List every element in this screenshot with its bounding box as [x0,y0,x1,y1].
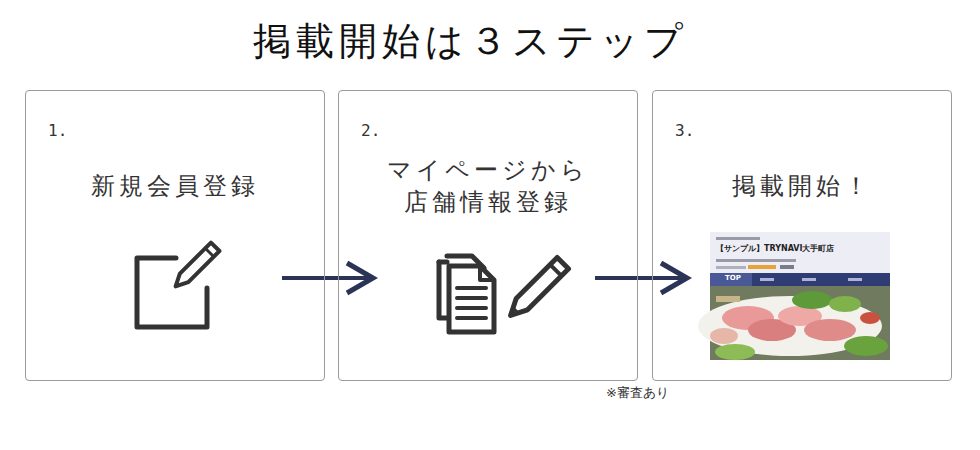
site-screenshot-part [710,273,890,286]
site-screenshot [698,232,890,360]
step-title: マイページから 店舗情報登録 [378,154,598,219]
site-screenshot-part [716,237,760,240]
edit-icon-part [137,258,207,327]
site-screenshot-part [716,259,796,262]
site-screenshot-part [716,296,740,302]
document-icon-part [439,260,447,265]
flow-arrow [595,263,687,293]
site-screenshot-part [760,278,774,281]
site-screenshot-part [780,265,794,269]
site-screenshot-part [844,336,888,356]
site-screenshot-part [792,291,832,309]
step-box: 3. 掲載開始！ [652,90,952,381]
step-number: 1. [48,121,67,140]
note-text: ※審査あり [606,386,669,400]
arrow-shaft [282,276,369,280]
step-box: 1. 新規会員登録 [25,90,325,381]
arrow-head [661,263,687,293]
edit-icon-part-part [171,243,219,291]
site-screenshot-part [710,273,752,286]
document-icon-part-part [550,265,561,276]
step-box: 2. マイページから 店舗情報登録 [338,90,638,381]
document-icon-part-part [505,257,569,321]
site-screenshot-part [860,312,880,324]
site-screenshot-part [829,296,861,312]
site-screenshot-part [716,266,746,269]
document-icon [439,256,569,332]
edit-icon-part-part [205,248,213,256]
document-icon-part [480,266,494,280]
site-screenshot-part [848,278,862,281]
site-screenshot-part [804,319,856,341]
edit-icon-part [171,243,219,291]
arrow-shaft [595,276,683,280]
step-title: 掲載開始！ [663,170,941,202]
flow-arrow [282,263,373,293]
screenshot-tab: TOP [725,275,741,283]
arrow-head [347,263,373,293]
site-screenshot-part [710,328,738,344]
screenshot-title: 【サンプル】TRYNAVI大手町店 [716,245,834,254]
site-screenshot-part [802,278,816,281]
title-text: 掲載開始は３ステップ [253,16,688,67]
document-icon-part [449,266,494,332]
document-icon-part [457,288,486,318]
step-title: 新規会員登録 [36,170,314,202]
step-number: 3. [675,121,694,140]
site-screenshot-part [748,265,776,269]
site-screenshot-part [715,344,755,360]
step-number: 2. [361,121,380,140]
document-icon-part-part [513,308,517,312]
document-icon-part [439,262,447,318]
document-icon-part [505,257,569,321]
edit-icon [137,243,219,327]
